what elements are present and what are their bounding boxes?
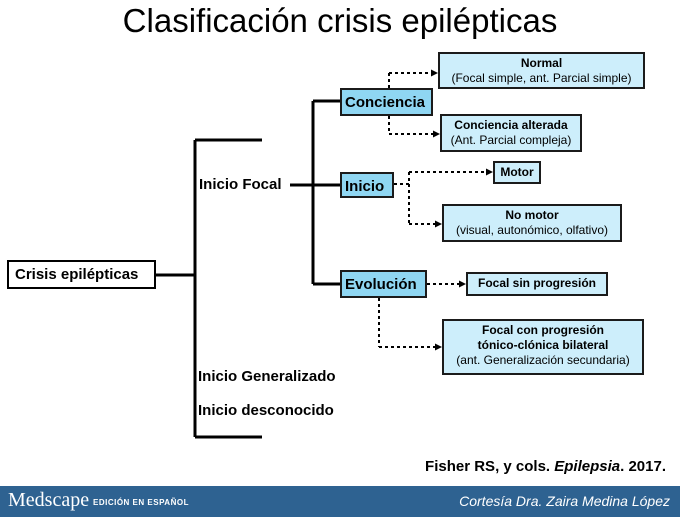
leaf-progression: Focal con progresión tónico-clónica bila… bbox=[442, 319, 644, 375]
connector-lines bbox=[156, 69, 493, 439]
leaf-prog-title-1: Focal con progresión bbox=[481, 323, 604, 337]
category-onset: Inicio bbox=[340, 172, 394, 198]
leaf-nonmotor-note: (visual, autonómico, olfativo) bbox=[455, 223, 609, 237]
courtesy-credit: Cortesía Dra. Zaira Medina López bbox=[459, 493, 670, 509]
leaf-normal-title: Normal bbox=[520, 56, 563, 70]
leaf-altered-note: (Ant. Parcial compleja) bbox=[450, 133, 572, 147]
category-evolution: Evolución bbox=[340, 270, 427, 298]
leaf-prog-title-2: tónico-clónica bilateral bbox=[477, 338, 609, 352]
leaf-prog-note: (ant. Generalización secundaria) bbox=[456, 353, 630, 367]
edition-label: EDICIÓN EN ESPAÑOL bbox=[93, 498, 189, 507]
leaf-altered-awareness: Conciencia alterada (Ant. Parcial comple… bbox=[440, 114, 582, 152]
leaf-motor-title: Motor bbox=[500, 165, 534, 179]
citation: Fisher RS, y cols. Epilepsia. 2017. bbox=[425, 458, 666, 475]
generalized-onset-label: Inicio Generalizado bbox=[198, 368, 336, 385]
leaf-no-progression: Focal sin progresión bbox=[466, 272, 608, 296]
leaf-normal-note: (Focal simple, ant. Parcial simple) bbox=[451, 71, 632, 85]
citation-journal: Epilepsia bbox=[554, 458, 621, 475]
diagram-title: Clasificación crisis epilépticas bbox=[122, 2, 558, 39]
category-awareness: Conciencia bbox=[340, 88, 433, 116]
medscape-logo[interactable]: Medscape bbox=[8, 489, 90, 511]
leaf-nonmotor-title: No motor bbox=[505, 208, 559, 222]
citation-authors: Fisher RS, y cols. bbox=[425, 458, 551, 475]
leaf-normal: Normal (Focal simple, ant. Parcial simpl… bbox=[438, 52, 645, 89]
footer-bar: Medscape EDICIÓN EN ESPAÑOL Cortesía Dra… bbox=[0, 486, 680, 517]
root-node: Crisis epilépticas bbox=[7, 260, 156, 289]
focal-onset-label: Inicio Focal bbox=[199, 176, 282, 193]
unknown-onset-label: Inicio desconocido bbox=[198, 402, 334, 419]
leaf-motor: Motor bbox=[493, 161, 541, 184]
citation-year: . 2017. bbox=[620, 458, 666, 475]
leaf-altered-title: Conciencia alterada bbox=[454, 118, 568, 132]
leaf-non-motor: No motor (visual, autonómico, olfativo) bbox=[442, 204, 622, 242]
leaf-noprog-title: Focal sin progresión bbox=[477, 276, 597, 290]
